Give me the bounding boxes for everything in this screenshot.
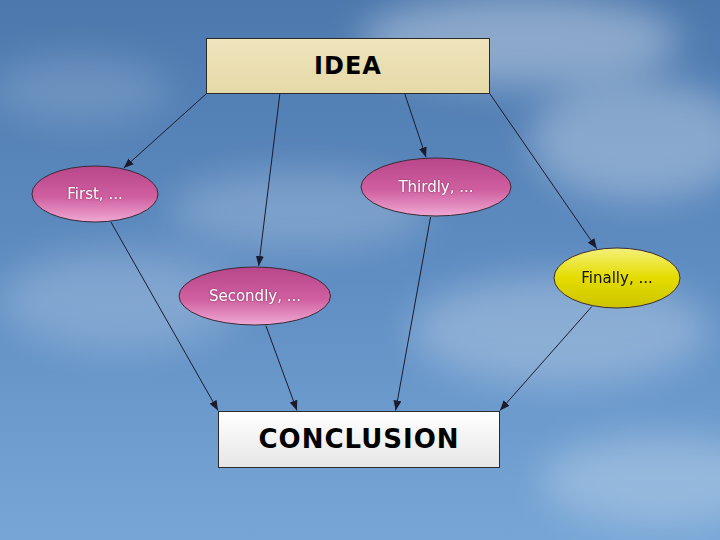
point-ellipse: First, ...	[31, 165, 159, 223]
point-ellipse: Thirdly, ...	[360, 157, 512, 217]
arrow-connector	[266, 326, 297, 411]
arrow-connector	[124, 94, 206, 168]
box-label: IDEA	[314, 52, 382, 80]
final-point-ellipse: Finally, ...	[553, 247, 681, 309]
point-label: First, ...	[67, 185, 122, 203]
point-ellipse: Secondly, ...	[178, 266, 332, 326]
arrow-connector	[396, 217, 431, 411]
point-label: Secondly, ...	[209, 287, 301, 305]
point-label: Thirdly, ...	[398, 178, 473, 196]
idea-box: IDEA	[206, 38, 490, 94]
arrow-connector	[405, 94, 426, 157]
clouds	[0, 0, 720, 525]
conclusion-box: CONCLUSION	[218, 411, 500, 468]
arrow-connector	[259, 94, 280, 266]
arrow-connector	[490, 94, 597, 249]
box-label: CONCLUSION	[258, 424, 459, 454]
arrow-connector	[500, 307, 592, 411]
point-label: Finally, ...	[581, 269, 652, 287]
